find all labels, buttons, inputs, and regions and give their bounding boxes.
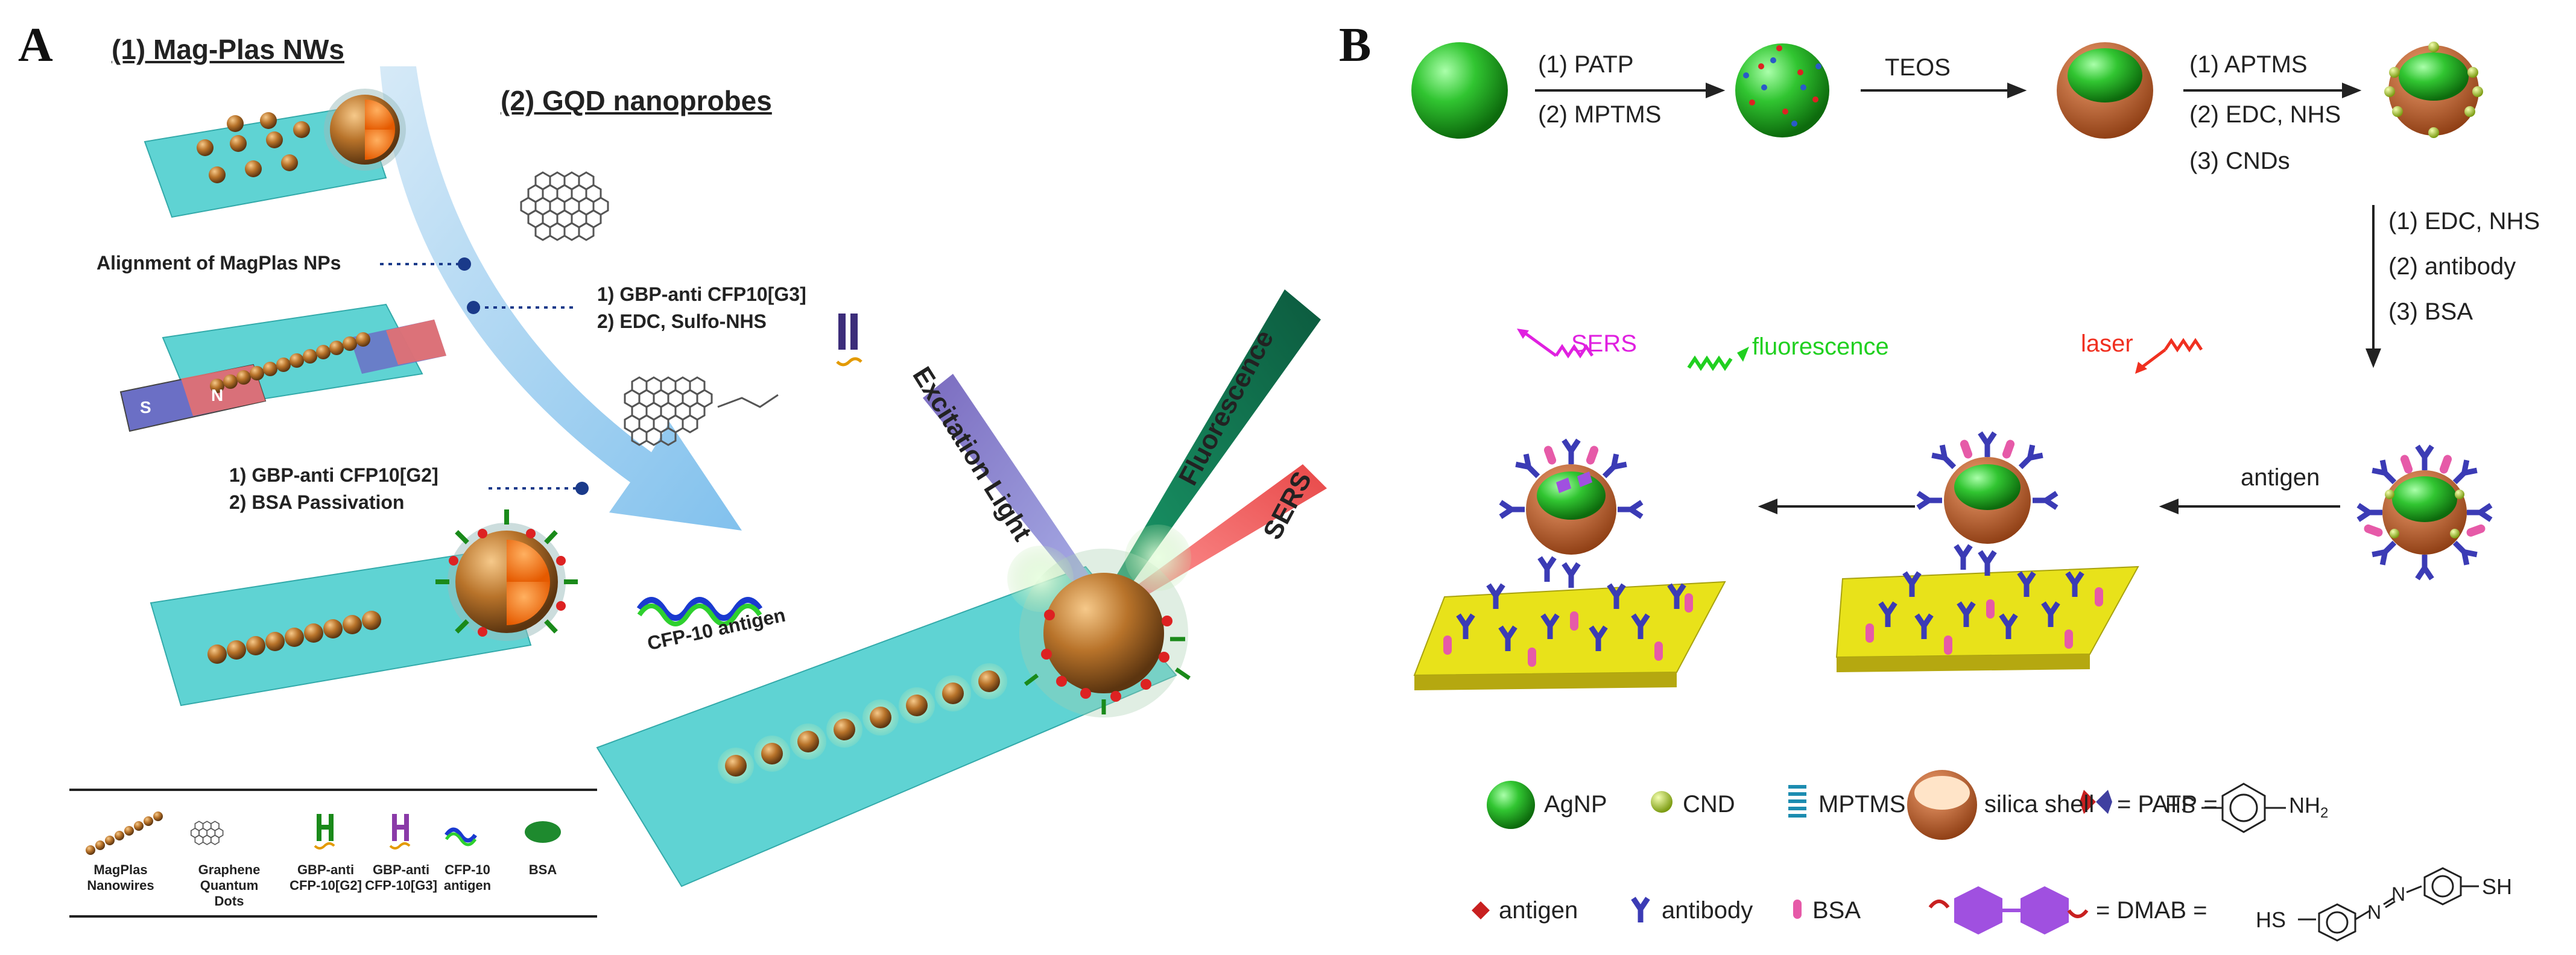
legend-patp-icon xyxy=(2080,790,2112,814)
laser-label-b: laser xyxy=(2081,330,2133,357)
step4-bsa: (3) BSA xyxy=(2388,298,2473,325)
step3-cnds: (3) CNDs xyxy=(2189,148,2290,174)
legend-purple-antibody-icon xyxy=(389,814,411,849)
legend-bsa-icon xyxy=(1793,900,1802,919)
legend-a-g3: GBP-anti CFP-10[G3] xyxy=(365,862,437,893)
scattered-nanoparticles xyxy=(197,112,310,183)
agnp-silica-coated xyxy=(2057,42,2153,139)
step4-antibody: (2) antibody xyxy=(2388,253,2516,280)
heading-gqd: (2) GQD nanoprobes xyxy=(501,85,772,116)
step-g2-2: 2) BSA Passivation xyxy=(229,491,405,513)
legend-agnp-icon xyxy=(1487,781,1535,829)
step3-aptms: (1) APTMS xyxy=(2189,51,2308,78)
antigen-arrow-label: antigen xyxy=(2241,464,2320,491)
middle-particle xyxy=(1918,433,2057,576)
legend-a-magplas: MagPlas Nanowires xyxy=(87,862,154,893)
legend-silica-shell-icon xyxy=(1907,770,1977,840)
dmab-n2: N xyxy=(2391,883,2406,905)
legend-bsa-icon xyxy=(525,821,561,843)
agnp-cnd-coated xyxy=(2384,42,2483,138)
step-g3-2: 2) EDC, Sulfo-NHS xyxy=(597,310,767,332)
legend-antibody-icon xyxy=(1633,898,1648,922)
legend-antigen-ribbon-icon xyxy=(445,827,477,846)
step1-patp: (1) PATP xyxy=(1538,51,1634,78)
legend-graphene-icon xyxy=(190,821,224,845)
legend-nanowire-icon xyxy=(86,812,163,855)
dmab-n1: N xyxy=(2367,901,2382,923)
antigen-ribbon xyxy=(636,597,763,626)
step1-mptms: (2) MPTMS xyxy=(1538,101,1662,128)
laser-wave-icon xyxy=(2135,338,2203,374)
legend-mptms-icon xyxy=(1788,785,1806,818)
sensor-nanowire xyxy=(718,663,1007,784)
substrate-left-edge xyxy=(1414,672,1677,690)
dmab-sh: SH xyxy=(2482,874,2513,899)
detection-particle xyxy=(1007,525,1191,717)
process-arrow xyxy=(380,66,742,531)
legend-box-a xyxy=(69,789,597,918)
legend-a-bsa: BSA xyxy=(528,862,557,877)
legend-a-graphene: Graphene Quantum Dots xyxy=(198,862,261,909)
legend-green-antibody-icon xyxy=(314,814,335,849)
panel-b-graphic xyxy=(1411,42,2491,942)
agnp-sphere xyxy=(1411,42,1508,139)
legend-a-g2: GBP-anti CFP-10[G2] xyxy=(290,862,362,893)
sers-wave-icon xyxy=(1517,329,1594,359)
panel-a-letter: A xyxy=(18,19,53,72)
dmab-structure xyxy=(2298,867,2479,942)
magnet-n-label: N xyxy=(211,386,224,405)
magnet-n-right xyxy=(386,320,446,365)
legend-agnp: AgNP xyxy=(1544,791,1607,818)
alignment-label: Alignment of MagPlas NPs xyxy=(97,252,341,274)
excitation-beam xyxy=(923,374,1104,606)
step3-edc: (2) EDC, NHS xyxy=(2189,101,2341,128)
fluorescence-label-b: fluorescence xyxy=(1752,333,1889,360)
legend-cnd-icon xyxy=(1651,791,1673,813)
benzene-ring-patp xyxy=(2201,783,2286,833)
patp-nh: NH2 xyxy=(2289,793,2328,822)
legend-mptms: MPTMS xyxy=(1818,791,1906,818)
legend-a-antigen: CFP-10 antigen xyxy=(443,862,492,893)
antibody-g3-icon xyxy=(836,314,862,367)
flow-arrows xyxy=(1535,83,2381,514)
magnet-s-label: S xyxy=(140,398,151,417)
step4-edc: (1) EDC, NHS xyxy=(2388,208,2540,235)
legend-dmab-icon xyxy=(1928,886,2089,935)
substrate-middle-edge xyxy=(1837,654,2090,672)
legend-cnd: CND xyxy=(1683,791,1735,818)
fluorescence-wave-icon xyxy=(1687,347,1749,371)
legend-patp-eq: = PATP = xyxy=(2117,791,2218,818)
panel-b-letter: B xyxy=(1339,19,1372,72)
legend-dmab-eq: = DMAB = xyxy=(2096,897,2207,924)
legend-antigen: antigen xyxy=(1499,897,1578,924)
panel-a-graphic xyxy=(69,66,1327,918)
agnp-patp-mptms xyxy=(1735,43,1829,137)
functionalized-particle-zoom xyxy=(435,509,578,641)
step2-teos: TEOS xyxy=(1885,54,1951,81)
antibody-particle xyxy=(2358,446,2491,579)
magplas-nanoparticle-zoom-1 xyxy=(324,89,406,171)
left-particle xyxy=(1501,440,1642,588)
nanowire-chain xyxy=(207,611,381,664)
connector-dots xyxy=(458,257,589,495)
step-g2-1: 1) GBP-anti CFP10[G2] xyxy=(229,464,438,486)
legend-bsa: BSA xyxy=(1812,897,1861,924)
patp-sub: 2 xyxy=(2320,805,2329,822)
legend-antibody: antibody xyxy=(1662,897,1753,924)
graphene-sheet-2 xyxy=(624,376,779,446)
heading-mag-plas: (1) Mag-Plas NWs xyxy=(112,34,344,65)
graphene-sheet-1 xyxy=(520,171,609,241)
sers-label-b: SERS xyxy=(1571,330,1637,357)
step-g3-1: 1) GBP-anti CFP10[G3] xyxy=(597,283,806,305)
dmab-hs: HS xyxy=(2256,907,2286,932)
aligned-nanoparticles xyxy=(210,332,370,393)
patp-nh-text: NH xyxy=(2289,793,2320,818)
legend-antigen-icon xyxy=(1472,901,1490,919)
patp-hs: HS xyxy=(2165,793,2196,818)
legend-silica-shell: silica shell xyxy=(1984,791,2095,818)
dotted-leaders xyxy=(380,263,579,490)
